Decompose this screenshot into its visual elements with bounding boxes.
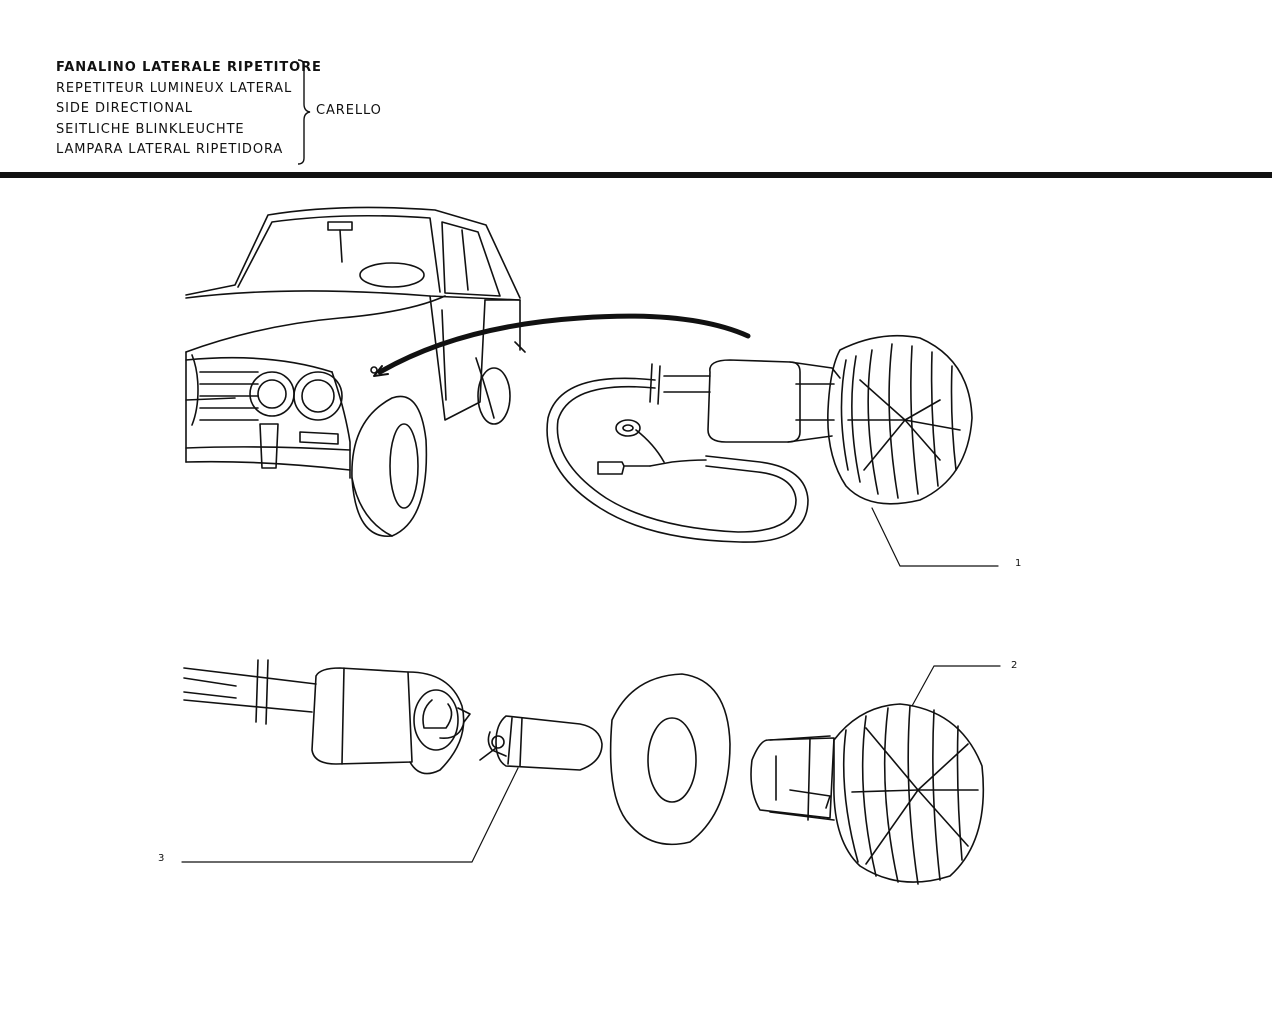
location-arrow [377, 313, 751, 375]
callout-part-3: 3 [158, 853, 165, 864]
header-rule [0, 172, 1272, 178]
title-spanish: LAMPARA LATERAL RIPETIDORA [56, 142, 284, 157]
assembled-lamp-1 [546, 334, 999, 567]
multilingual-title-block: FANALINO LATERALE RIPETITORE REPETITEUR … [56, 58, 322, 161]
manufacturer-label: CARELLO [316, 103, 382, 118]
title-english: SIDE DIRECTIONAL [56, 101, 193, 116]
title-french: REPETITEUR LUMINEUX LATERAL [56, 80, 293, 96]
callout-part-2: 2 [1011, 660, 1018, 671]
car-illustration [185, 206, 526, 537]
brace-icon [297, 59, 311, 165]
title-german: SEITLICHE BLINKLEUCHTE [56, 121, 245, 137]
exploded-view [181, 659, 1001, 885]
callout-part-1: 1 [1015, 558, 1022, 569]
title-italian: FANALINO LATERALE RIPETITORE [56, 60, 322, 75]
